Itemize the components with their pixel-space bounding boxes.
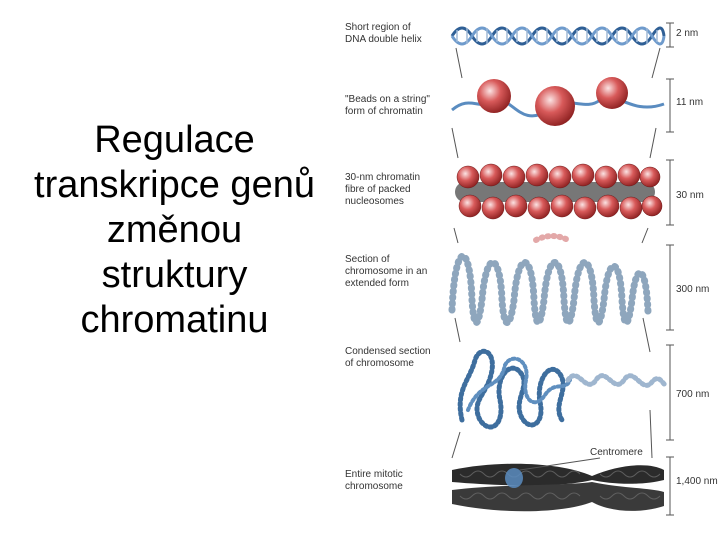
beads-on-string xyxy=(451,77,665,126)
chromosome-extended-section xyxy=(448,233,652,326)
title-line: transkripce genů xyxy=(34,164,315,206)
scale-bar-1400nm xyxy=(666,456,674,516)
scale-bars xyxy=(666,22,674,516)
slide-title: Regulace transkripce genů změnou struktu… xyxy=(2,118,347,343)
stage-label-beads-on-string: "Beads on a string" form of chromatin xyxy=(345,94,430,117)
centromere-label: Centromere xyxy=(590,447,643,458)
title-line: struktury xyxy=(101,254,248,296)
stage-label-mitotic-chromosome: Entire mitotic chromosome xyxy=(345,469,403,492)
stage-label-dna-helix: Short region of DNA double helix xyxy=(345,22,422,45)
scale-label-1400nm: 1,400 nm xyxy=(676,476,718,487)
mitotic-chromosome xyxy=(452,457,664,512)
stage-label-30nm-fibre: 30-nm chromatin fibre of packed nucleoso… xyxy=(345,172,421,207)
connector-lines xyxy=(451,47,661,459)
scale-label-11nm: 11 nm xyxy=(676,97,704,108)
chromatin-30nm-fibre xyxy=(455,163,663,220)
scale-label-300nm: 300 nm xyxy=(676,284,710,295)
stage-label-extended-section: Section of chromosome in an extended for… xyxy=(345,254,428,289)
stage-label-condensed-section: Condensed section of chromosome xyxy=(345,346,431,369)
centromere-highlight xyxy=(505,468,523,488)
scale-label-2nm: 2 nm xyxy=(676,28,699,39)
title-line: změnou xyxy=(106,209,243,251)
chromosome-condensed-section xyxy=(457,348,669,430)
scale-bar-700nm xyxy=(666,344,674,441)
scale-label-700nm: 700 nm xyxy=(676,389,710,400)
scale-bar-11nm xyxy=(666,78,674,133)
dna-double-helix xyxy=(450,26,666,46)
scale-bar-2nm xyxy=(666,22,674,48)
scale-bar-300nm xyxy=(666,244,674,331)
title-line: Regulace xyxy=(94,119,255,161)
title-line: chromatinu xyxy=(80,299,269,341)
scale-label-30nm: 30 nm xyxy=(676,190,704,201)
scale-bar-30nm xyxy=(666,159,674,226)
